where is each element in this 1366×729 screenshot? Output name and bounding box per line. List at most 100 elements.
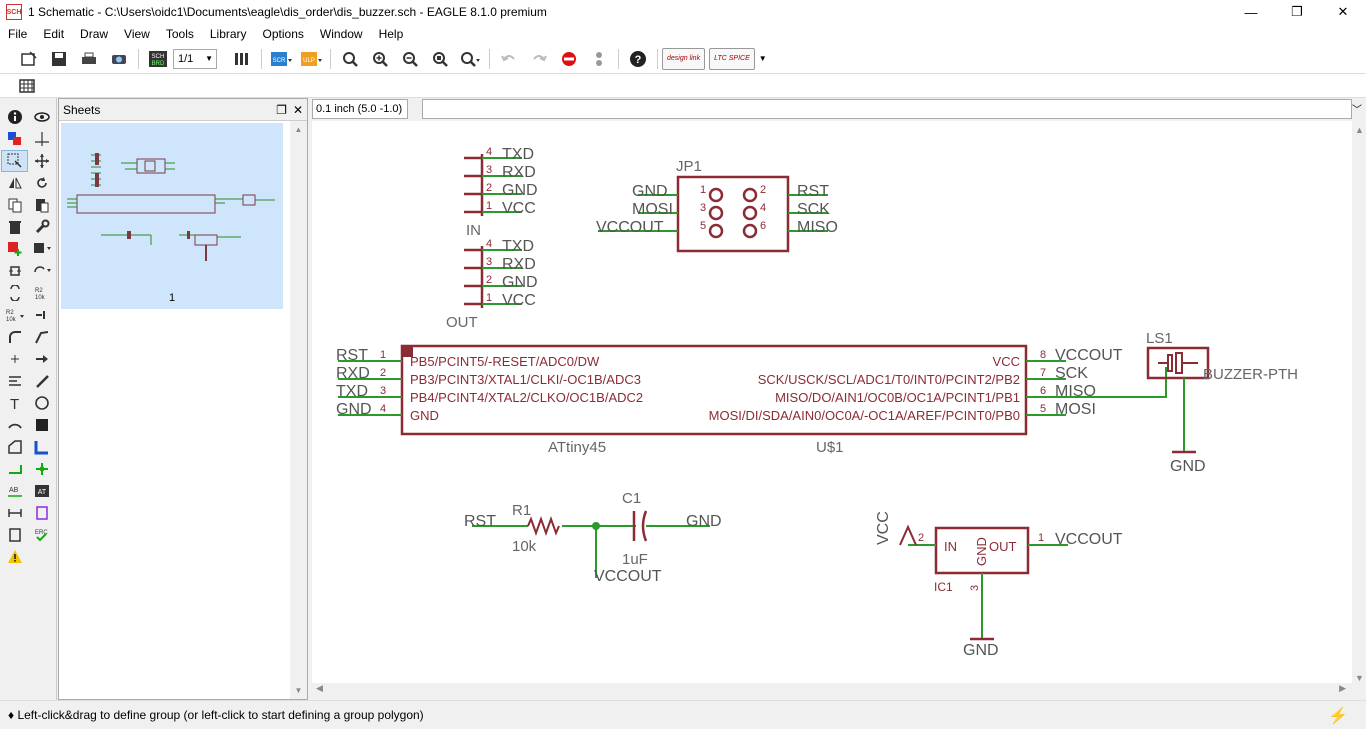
- menu-view[interactable]: View: [124, 27, 150, 41]
- gateswap-icon[interactable]: [28, 260, 55, 282]
- c1-capacitor[interactable]: C1 1uF GND VCCOUT: [594, 490, 722, 585]
- smash-icon[interactable]: [28, 304, 55, 326]
- arc-icon[interactable]: [1, 414, 28, 436]
- ltspice-button[interactable]: LTC SPICE: [709, 47, 755, 70]
- scroll-left-icon[interactable]: ◀: [316, 683, 323, 693]
- scroll-up-icon[interactable]: ▲: [294, 125, 303, 134]
- undock-icon[interactable]: ❐: [276, 102, 287, 117]
- menu-tools[interactable]: Tools: [165, 27, 194, 41]
- errors-icon[interactable]: [1, 546, 28, 568]
- u1-attiny45[interactable]: 1 2 3 4 RST RXD TXD GND PB5/PCINT5/-RESE…: [336, 344, 1167, 456]
- invoke-icon[interactable]: [1, 260, 28, 282]
- mark-icon[interactable]: [28, 128, 55, 150]
- ltspice-dropdown-icon[interactable]: ▼: [758, 54, 767, 63]
- minimize-button[interactable]: —: [1244, 4, 1258, 20]
- canvas-horizontal-scrollbar[interactable]: ◀ ▶: [312, 683, 1366, 700]
- fwd-ann-icon[interactable]: [28, 348, 55, 370]
- zoom-select-icon[interactable]: [456, 47, 484, 71]
- add-icon[interactable]: [1, 238, 28, 260]
- circle-icon[interactable]: [28, 392, 55, 414]
- attribute-icon[interactable]: AT: [28, 480, 55, 502]
- paste-icon[interactable]: [28, 194, 55, 216]
- junction-icon[interactable]: [28, 458, 55, 480]
- rect-icon[interactable]: [28, 414, 55, 436]
- zoom-redraw-icon[interactable]: [426, 47, 454, 71]
- menu-window[interactable]: Window: [319, 27, 363, 41]
- show-icon[interactable]: [28, 106, 55, 128]
- line-icon[interactable]: [28, 370, 55, 392]
- close-button[interactable]: ✕: [1337, 4, 1349, 19]
- modules-icon[interactable]: [1, 524, 28, 546]
- lightning-icon[interactable]: ⚡: [1328, 708, 1348, 725]
- optimize-icon[interactable]: [1, 348, 28, 370]
- rotate-icon[interactable]: [28, 172, 55, 194]
- split-icon[interactable]: [28, 326, 55, 348]
- command-line-input[interactable]: [422, 99, 1352, 119]
- designlink-button[interactable]: design link: [662, 47, 706, 70]
- display-layers-icon[interactable]: [1, 128, 28, 150]
- info-icon[interactable]: [1, 106, 28, 128]
- script-icon[interactable]: SCR: [267, 47, 295, 71]
- mirror-icon[interactable]: [1, 172, 28, 194]
- group-icon[interactable]: [1, 150, 28, 172]
- open-icon[interactable]: [15, 47, 43, 71]
- scroll-right-icon[interactable]: ▶: [1339, 683, 1346, 693]
- frame-icon[interactable]: [28, 502, 55, 524]
- net-icon[interactable]: [1, 458, 28, 480]
- bus-icon[interactable]: [28, 436, 55, 458]
- jp1-header[interactable]: JP1 1 3 5 2 4 6 GND MOSI VCCOUT RST SCK …: [596, 158, 838, 253]
- copy-icon[interactable]: [1, 194, 28, 216]
- restore-button[interactable]: ❐: [1291, 4, 1303, 19]
- stop-icon[interactable]: [555, 47, 583, 71]
- undo-icon[interactable]: [495, 47, 523, 71]
- grid-icon[interactable]: [13, 74, 41, 98]
- menu-help[interactable]: Help: [378, 27, 404, 41]
- erc-icon[interactable]: ERC: [28, 524, 55, 546]
- schematic-canvas[interactable]: .pinline { stroke: #2a9a2a; stroke-width…: [312, 121, 1366, 683]
- sheet-number[interactable]: 1: [168, 292, 176, 304]
- menu-draw[interactable]: Draw: [80, 27, 109, 41]
- sheet-thumbnail[interactable]: [61, 123, 283, 309]
- menu-options[interactable]: Options: [262, 27, 304, 41]
- move-icon[interactable]: [28, 150, 55, 172]
- menu-library[interactable]: Library: [209, 27, 247, 41]
- canvas-scroll-down-icon[interactable]: ▼: [1355, 673, 1364, 683]
- go-icon[interactable]: [585, 47, 613, 71]
- sheets-scrollbar[interactable]: ▲ ▼: [290, 121, 307, 699]
- zoom-fit-icon[interactable]: [336, 47, 364, 71]
- cam-icon[interactable]: [105, 47, 133, 71]
- help-icon[interactable]: ?: [624, 47, 652, 71]
- redo-icon[interactable]: [525, 47, 553, 71]
- ulp-icon[interactable]: ULP: [297, 47, 325, 71]
- connector-out[interactable]: 4 3 2 1 TXD RXD GND VCC OUT: [446, 238, 538, 331]
- canvas-scroll-up-icon[interactable]: ▲: [1355, 125, 1364, 135]
- label-icon[interactable]: AB: [1, 480, 28, 502]
- menu-edit[interactable]: Edit: [43, 27, 65, 41]
- ic1-regulator[interactable]: IN OUT GND 2 1 3 VCC VCCOUT GND IC1: [875, 511, 1123, 659]
- save-icon[interactable]: [45, 47, 73, 71]
- miter-icon[interactable]: [1, 326, 28, 348]
- zoom-in-icon[interactable]: [366, 47, 394, 71]
- align-icon[interactable]: [1, 370, 28, 392]
- dimension-icon[interactable]: [1, 502, 28, 524]
- change-icon[interactable]: [28, 216, 55, 238]
- zoom-out-icon[interactable]: [396, 47, 424, 71]
- r1-resistor[interactable]: RST R1 10k: [464, 502, 636, 578]
- connector-in[interactable]: 4 3 2 1 TXD RXD GND VCC IN: [464, 146, 538, 239]
- menu-file[interactable]: File: [8, 27, 28, 41]
- delete-icon[interactable]: [1, 216, 28, 238]
- command-history-dropdown-icon[interactable]: ﹀: [1352, 105, 1362, 116]
- print-icon[interactable]: [75, 47, 103, 71]
- text-icon[interactable]: T: [1, 392, 28, 414]
- replace-icon[interactable]: [28, 238, 55, 260]
- ls1-buzzer[interactable]: LS1 BUZZER-PTH GND: [1146, 330, 1298, 475]
- sheet-select[interactable]: 1/1▼: [173, 48, 217, 69]
- close-panel-icon[interactable]: ✕: [292, 102, 303, 117]
- polygon-icon[interactable]: [1, 436, 28, 458]
- pinswap-icon[interactable]: [1, 282, 28, 304]
- use-library-icon[interactable]: [228, 47, 256, 71]
- scroll-down-icon[interactable]: ▼: [294, 686, 303, 695]
